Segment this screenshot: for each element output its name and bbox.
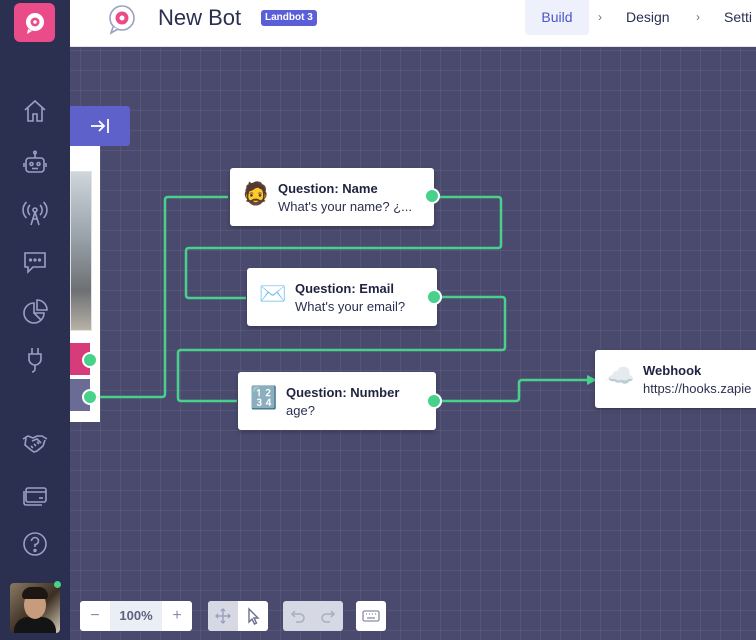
undo-icon bbox=[290, 610, 305, 623]
select-pointer-button[interactable] bbox=[238, 601, 268, 631]
question-number-node[interactable]: 🔢 Question: Number age? bbox=[238, 372, 436, 430]
connector-name-to-email bbox=[184, 195, 503, 300]
collapse-arrow-icon bbox=[91, 119, 109, 133]
zoom-out-button[interactable]: − bbox=[90, 607, 100, 624]
node-title: Webhook bbox=[643, 363, 702, 378]
redo-button[interactable] bbox=[313, 601, 343, 631]
keyboard-icon bbox=[362, 610, 380, 622]
chevron-right-icon: › bbox=[598, 10, 602, 24]
analytics-pie-icon[interactable] bbox=[20, 297, 50, 327]
home-icon[interactable] bbox=[20, 96, 50, 126]
start-button-option-1[interactable] bbox=[70, 343, 90, 375]
pan-move-button[interactable] bbox=[208, 601, 238, 631]
credit-card-icon[interactable] bbox=[20, 480, 50, 510]
numbers-emoji-icon: 🔢 bbox=[250, 385, 278, 410]
history-controls bbox=[283, 601, 343, 631]
redo-icon bbox=[321, 610, 336, 623]
start-option-1-connector-dot[interactable] bbox=[82, 352, 98, 368]
question-email-output-dot[interactable] bbox=[426, 289, 442, 305]
start-message-panel[interactable] bbox=[70, 146, 100, 422]
envelope-emoji-icon: ✉️ bbox=[259, 281, 287, 306]
cloud-emoji-icon: ☁️ bbox=[607, 363, 635, 388]
connector-email-to-number bbox=[176, 295, 507, 403]
broadcast-icon[interactable] bbox=[20, 198, 50, 228]
plug-icon[interactable] bbox=[20, 344, 50, 374]
question-number-output-dot[interactable] bbox=[426, 393, 442, 409]
question-name-output-dot[interactable] bbox=[424, 188, 440, 204]
handshake-icon[interactable] bbox=[20, 427, 50, 457]
node-subtitle: What's your email? bbox=[295, 299, 406, 314]
chevron-right-icon: › bbox=[696, 10, 700, 24]
left-sidebar bbox=[0, 0, 70, 640]
chat-icon[interactable] bbox=[20, 247, 50, 277]
zoom-controls: − 100% + bbox=[80, 601, 192, 631]
cursor-arrow-icon bbox=[248, 607, 260, 625]
help-icon[interactable] bbox=[20, 529, 50, 559]
connector-start-to-name bbox=[100, 195, 228, 399]
tab-settings[interactable]: Setti bbox=[724, 9, 753, 25]
version-badge: Landbot 3 bbox=[261, 10, 317, 26]
canvas-mode-controls bbox=[208, 601, 268, 631]
start-message-image bbox=[70, 171, 92, 331]
undo-button[interactable] bbox=[283, 601, 313, 631]
question-email-node[interactable]: ✉️ Question: Email What's your email? bbox=[247, 268, 437, 326]
tab-build[interactable]: Build bbox=[525, 0, 589, 35]
tab-design[interactable]: Design bbox=[626, 9, 670, 25]
person-emoji-icon: 🧔 bbox=[242, 181, 270, 206]
robot-icon[interactable] bbox=[20, 148, 50, 178]
webhook-node[interactable]: ☁️ Webhook https://hooks.zapie bbox=[595, 350, 756, 408]
zoom-level: 100% bbox=[110, 601, 162, 631]
bot-name-title[interactable]: New Bot bbox=[158, 5, 242, 30]
connector-wires bbox=[100, 192, 597, 406]
user-avatar[interactable] bbox=[10, 583, 60, 633]
node-title: Question: Name bbox=[278, 181, 378, 196]
top-header: New Bot Landbot 3 Build › Design › Setti bbox=[70, 0, 756, 47]
node-subtitle: What's your name? ¿... bbox=[278, 199, 412, 214]
online-status-dot bbox=[54, 581, 61, 588]
question-name-node[interactable]: 🧔 Question: Name What's your name? ¿... bbox=[230, 168, 434, 226]
start-option-2-connector-dot[interactable] bbox=[82, 389, 98, 405]
node-title: Question: Email bbox=[295, 281, 394, 296]
flow-canvas[interactable]: 🧔 Question: Name What's your name? ¿... … bbox=[70, 47, 756, 640]
landbot-logo-icon[interactable] bbox=[14, 3, 55, 42]
node-subtitle: age? bbox=[286, 403, 315, 418]
collapse-panel-button[interactable] bbox=[70, 106, 130, 146]
zoom-in-button[interactable]: + bbox=[172, 607, 182, 624]
move-arrows-icon bbox=[215, 608, 231, 624]
node-subtitle: https://hooks.zapie bbox=[643, 381, 752, 396]
connector-number-to-webhook bbox=[434, 378, 590, 403]
keyboard-shortcuts-button[interactable] bbox=[356, 601, 386, 631]
bot-avatar-icon bbox=[105, 3, 137, 35]
node-title: Question: Number bbox=[286, 385, 400, 400]
